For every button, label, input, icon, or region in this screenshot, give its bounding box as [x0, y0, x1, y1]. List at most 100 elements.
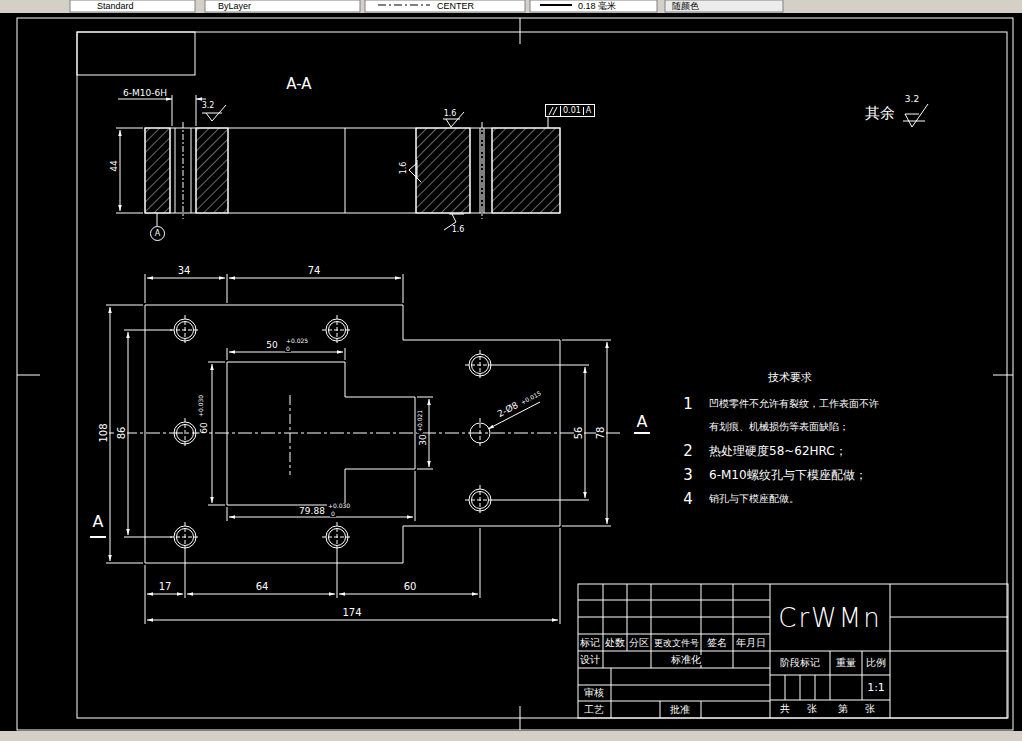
title-block-cell: 更改文件号 — [653, 639, 700, 648]
dimension-text: 60 — [403, 582, 418, 592]
plan-view-line — [106, 305, 143, 306]
toolbar-text: CENTER — [437, 2, 474, 11]
roughness-value: 3.2 — [904, 95, 920, 104]
plan-view-line — [90, 536, 106, 538]
title-block-cell: 设计 — [579, 655, 601, 665]
title-block-cell: 签名 — [706, 638, 728, 648]
section-view-line — [416, 128, 470, 213]
dimension-text: 74 — [307, 266, 322, 276]
technical-note: 其余 — [864, 106, 896, 121]
toolbar-text: Standard — [97, 2, 134, 11]
section-view-line — [196, 99, 206, 100]
drawing-line-line — [170, 315, 495, 552]
plan-view-line — [560, 528, 561, 624]
toolbar-line — [365, 0, 525, 12]
section-view-line — [228, 128, 229, 213]
section-view-line — [196, 95, 197, 126]
tolerance-value: A — [583, 107, 593, 115]
drawing-frame-line — [77, 32, 1007, 718]
plan-view-line — [585, 367, 586, 498]
plan-view-line — [229, 278, 401, 279]
drawing-frame-line — [17, 18, 1013, 730]
section-view-line — [183, 122, 184, 219]
plan-view-line — [227, 274, 228, 303]
plan-view-line — [185, 550, 186, 598]
toolbar-line — [70, 0, 195, 12]
section-view-line — [548, 116, 549, 128]
plan-view — [90, 274, 650, 624]
plan-view-line — [345, 348, 346, 360]
title-block-cell: 张 — [806, 704, 818, 714]
title-block-cell: 张 — [864, 704, 876, 714]
dimension-text: 34 — [177, 266, 192, 276]
plan-view-line — [128, 332, 129, 535]
plan-view-line — [480, 528, 481, 598]
plan-view-line — [124, 330, 172, 331]
technical-note: 1 — [682, 397, 694, 412]
dimension-text: 64 — [255, 582, 270, 592]
dimension-text: 56 — [574, 426, 584, 441]
parallelism-symbol — [549, 107, 557, 115]
section-label: A — [636, 414, 649, 430]
plan-view-line — [429, 399, 430, 467]
plan-view-line — [187, 594, 335, 595]
plan-view-line — [339, 594, 478, 595]
section-view-line — [157, 213, 158, 226]
plan-view-line — [147, 620, 558, 621]
plan-view-line — [227, 507, 228, 521]
drawing-line — [170, 315, 495, 552]
plan-view-line — [562, 340, 611, 341]
dimension-text: 79.88 — [298, 507, 326, 516]
dimension-text: 78 — [596, 426, 606, 441]
drawing-frame-line — [17, 375, 40, 376]
dimension-text: 6-M10-6H — [122, 89, 168, 98]
roughness-value: 1.6 — [443, 110, 458, 118]
datum-letter: A — [153, 230, 162, 238]
technical-note: 热处理硬度58~62HRC； — [708, 445, 848, 457]
toolbar-text: ByLayer — [218, 2, 251, 11]
plan-view-line — [493, 365, 589, 366]
section-view-line — [172, 95, 173, 126]
plan-view-line — [145, 565, 146, 624]
title-block-cell: 阶段标记 — [779, 658, 821, 668]
dimension-text: 17 — [158, 582, 173, 592]
section-view-line — [196, 128, 228, 213]
dimension-text: 50 — [265, 341, 278, 350]
plan-view-line — [208, 362, 225, 363]
toolbar-line — [540, 4, 572, 6]
plan-view-line — [110, 307, 111, 561]
section-view-line — [145, 128, 560, 213]
plan-view-line — [493, 500, 589, 501]
title-block-cell: 第 — [837, 704, 849, 714]
technical-note: 3 — [682, 468, 694, 483]
dimension-text: 108 — [99, 422, 109, 443]
section-view-line — [175, 128, 176, 213]
toolbar-line — [205, 0, 360, 12]
section-view — [116, 95, 928, 230]
roughness-value: 1.6 — [451, 226, 466, 234]
dimension-text: 60 — [200, 421, 209, 434]
dimension-text: 0 — [330, 511, 336, 517]
toolbar-line — [378, 5, 430, 6]
dimension-text: +0.030 — [198, 394, 204, 418]
technical-note: 6-M10螺纹孔与下模座配做； — [708, 469, 868, 481]
toolbar-text: 随颜色 — [672, 2, 699, 11]
drawing-line — [174, 319, 491, 548]
title-block-line — [603, 584, 890, 718]
plan-view-line — [147, 594, 183, 595]
plan-view-line — [145, 274, 146, 303]
dimension-text: 44 — [110, 159, 119, 172]
section-view-line — [196, 128, 197, 213]
title-block-line — [578, 584, 1008, 718]
dimension-text: 174 — [341, 608, 362, 618]
section-view-line — [480, 128, 481, 213]
technical-note: 销孔与下模座配做。 — [708, 494, 800, 504]
plan-view-line — [634, 432, 650, 434]
plan-view-line — [124, 537, 172, 538]
plan-view-line — [212, 364, 213, 503]
dimension-text: +0.015 — [519, 390, 543, 407]
section-view-line — [492, 128, 560, 213]
section-view-line — [470, 128, 471, 213]
dimension-text: +0.030 — [327, 503, 351, 509]
